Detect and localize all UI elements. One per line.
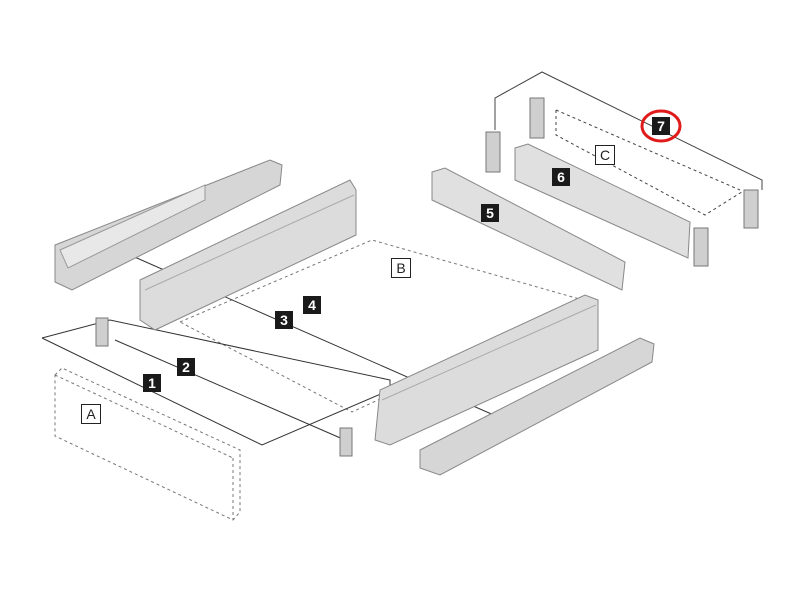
right-drawer-side: [374, 294, 599, 446]
panel-label-a: A: [81, 404, 101, 424]
back-panel-c: [494, 71, 763, 216]
right-runner: [419, 337, 655, 476]
part-label-7: 7: [652, 117, 670, 135]
part-label-4: 4: [303, 296, 321, 314]
part-label-2: 2: [177, 358, 195, 376]
left-runner: [54, 159, 283, 291]
bottom-panel-b: [178, 239, 592, 413]
part-label-3: 3: [275, 311, 293, 329]
back-rail-5: [431, 167, 626, 291]
panel-label-b: B: [391, 258, 411, 278]
part-label-1: 1: [143, 374, 161, 392]
brackets: [95, 97, 759, 457]
front-panel-a: [54, 367, 241, 521]
part-label-5: 5: [481, 204, 499, 222]
highlight-circle: [640, 109, 682, 143]
left-drawer-side: [139, 179, 357, 331]
panel-label-c: C: [595, 145, 615, 165]
part-label-6: 6: [552, 168, 570, 186]
